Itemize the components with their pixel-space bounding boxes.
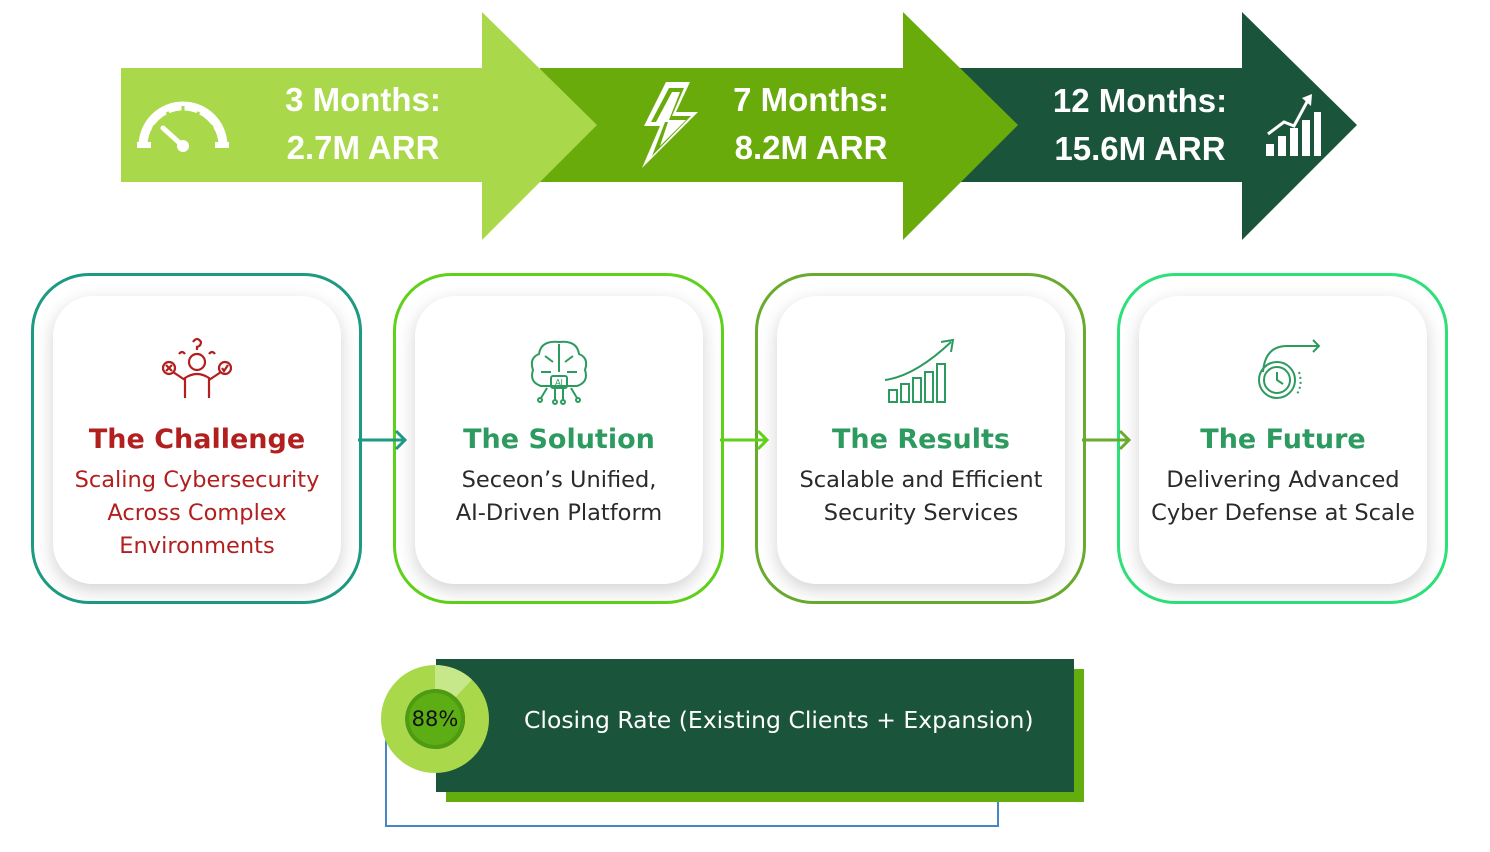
milestone-7-months: 7 Months: 8.2M ARR — [705, 76, 917, 172]
milestone-label: 7 Months: — [733, 81, 889, 118]
milestone-label: 3 Months: — [285, 81, 441, 118]
card-title: The Solution — [463, 424, 655, 455]
milestone-3-months: 3 Months: 2.7M ARR — [258, 76, 468, 172]
arrow-segment-2 — [540, 12, 1018, 240]
rising-bars-icon — [884, 338, 955, 403]
connector-arrow-1 — [358, 429, 408, 451]
growth-chart-icon — [1266, 94, 1321, 156]
arrow-segment-3 — [958, 12, 1357, 240]
lightning-icon — [642, 82, 698, 168]
milestone-value: 2.7M ARR — [286, 129, 440, 166]
card-description: Seceon’s Unified, AI-Driven Platform — [455, 467, 663, 526]
svg-text:AI: AI — [555, 378, 563, 387]
milestone-value: 8.2M ARR — [734, 129, 888, 166]
arrow-segment-1 — [121, 12, 597, 240]
ai-brain-icon: AI — [530, 340, 588, 405]
confused-person-icon — [161, 337, 233, 398]
stat-value: 88% — [411, 707, 459, 731]
card-title: The Challenge — [88, 424, 306, 455]
card-title: The Future — [1200, 424, 1366, 455]
card-description: Scalable and Efficient Security Services — [799, 467, 1043, 526]
card-description: Scaling Cybersecurity Across Complex Env… — [74, 467, 320, 559]
card-title: The Results — [832, 424, 1010, 455]
card-solution: AI The Solution Seceon’s Unified, AI-Dri… — [415, 296, 703, 584]
stat-label: Closing Rate (Existing Clients + Expansi… — [524, 706, 1034, 734]
speedometer-icon — [137, 101, 229, 152]
card-future: The Future Delivering Advanced Cyber Def… — [1139, 296, 1427, 584]
clock-arrow-icon — [1258, 339, 1321, 399]
milestone-12-months: 12 Months: 15.6M ARR — [1030, 77, 1250, 173]
timeline-arrows — [121, 12, 1357, 240]
connector-arrow-2 — [720, 429, 770, 451]
card-results: The Results Scalable and Efficient Secur… — [777, 296, 1065, 584]
card-description: Delivering Advanced Cyber Defense at Sca… — [1151, 467, 1415, 526]
milestone-label: 12 Months: — [1052, 82, 1228, 119]
milestone-value: 15.6M ARR — [1054, 130, 1226, 167]
stat-box — [436, 659, 1074, 792]
stat-progress-ring — [381, 665, 489, 773]
card-challenge: The Challenge Scaling Cybersecurity Acro… — [53, 296, 341, 584]
connector-arrow-3 — [1082, 429, 1132, 451]
